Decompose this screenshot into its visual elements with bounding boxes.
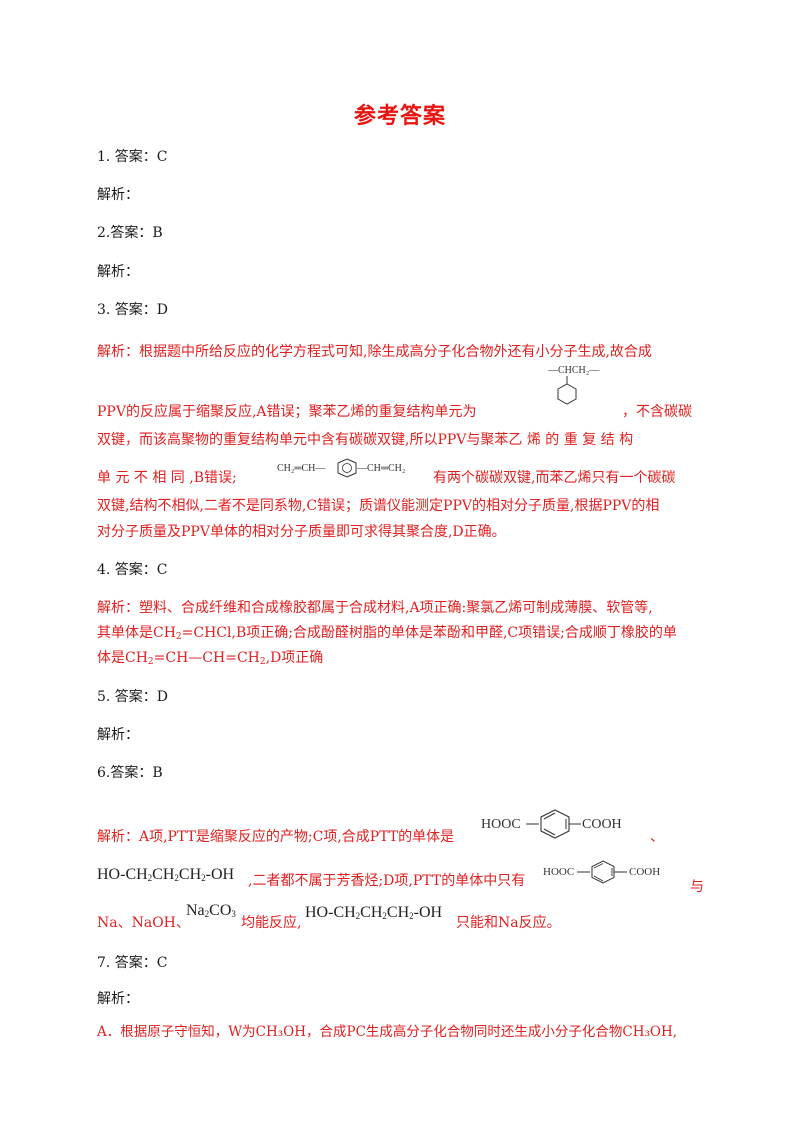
q3-analysis-line-2b: ，不含碳碳 xyxy=(622,404,692,420)
divinylbenzene-formula: CH₂═CH— —CH═CH₂ xyxy=(277,458,405,478)
divinyl-left-text: CH₂═CH— xyxy=(277,463,326,474)
q6-analysis-line-1: 解析：A项,PTT是缩聚反应的产物;C项,合成PTT的单体是 xyxy=(97,829,455,845)
q3-analysis-line-3: 双键，而该高聚物的重复结构单元中含有碳碳双键,所以PPV与聚苯乙 烯 的 重 复… xyxy=(97,432,634,448)
q3-analysis-line-6: 对分子质量及PPV单体的相对分子质量即可求得其聚合度,D正确。 xyxy=(97,524,506,540)
propanediol-formula-1: HO-CH2CH2CH2-OH xyxy=(97,866,235,883)
q1-analysis: 解析： xyxy=(97,187,139,203)
q6-analysis-line-3c: 只能和Na反应。 xyxy=(456,915,561,931)
q7-answer: 7. 答案：C xyxy=(97,955,168,971)
q5-answer: 5. 答案：D xyxy=(97,689,169,705)
q6-analysis-line-2-end: 与 xyxy=(690,879,704,895)
terephthalic-acid-formula-2: HOOC COOH xyxy=(543,860,660,884)
q3-answer: 3. 答案：D xyxy=(97,302,169,318)
terephthalic-acid-formula-1: HOOC COOH xyxy=(481,809,622,839)
q6-analysis-line-3a: Na、NaOH、 xyxy=(97,915,190,931)
q1-answer: 1. 答案：C xyxy=(97,149,168,165)
q7-analysis-line-1: A．根据原子守恒知，W为CH₃OH，合成PC生成高分子化合物同时还生成小分子化合… xyxy=(97,1024,678,1040)
page-title: 参考答案 xyxy=(353,104,446,129)
q3-analysis-line-1: 解析：根据题中所给反应的化学方程式可知,除生成高分子化合物外还有小分子生成,故合… xyxy=(97,344,652,360)
q6-answer: 6.答案：B xyxy=(97,765,163,781)
hooc-text: HOOC xyxy=(481,817,521,832)
q4-analysis-line-3: 体是CH2=CH—CH=CH2,D项正确 xyxy=(97,650,324,667)
divinyl-right-text: —CH═CH₂ xyxy=(356,463,405,474)
q2-analysis: 解析： xyxy=(97,264,139,280)
q3-analysis-line-2a: PPV的反应属于缩聚反应,A错误；聚苯乙烯的重复结构单元为 xyxy=(97,404,477,420)
q3-analysis-line-4b: 有两个碳碳双键,而苯乙烯只有一个碳碳 xyxy=(433,470,676,486)
cooh-text: COOH xyxy=(582,817,622,832)
q2-answer: 2.答案：B xyxy=(97,225,163,241)
q4-analysis-line-2: 其单体是CH2=CHCl,B项正确;合成酚醛树脂的单体是苯酚和甲醛,C项错误;合… xyxy=(97,625,677,642)
q6-analysis-line-3b: 均能反应, xyxy=(241,915,302,931)
q3-analysis-line-4a: 单 元 不 相 同 ,B错误; xyxy=(97,470,237,486)
q4-answer: 4. 答案：C xyxy=(97,562,168,578)
q4-analysis-line-1: 解析：塑料、合成纤维和合成橡胶都属于合成材料,A项正确:聚氯乙烯可制成薄膜、软管… xyxy=(97,600,653,616)
sodium-carbonate-formula: Na2CO3 xyxy=(186,902,236,919)
q7-analysis: 解析： xyxy=(97,991,139,1007)
q6-analysis-line-2: ,二者都不属于芳香烃;D项,PTT的单体中只有 xyxy=(248,873,526,889)
q3-analysis-line-5: 双键,结构不相似,二者不是同系物,C错误；质谱仪能测定PPV的相对分子质量,根据… xyxy=(97,498,660,514)
hooc-text-small: HOOC xyxy=(543,866,574,878)
propanediol-formula-2: HO-CH2CH2CH2-OH xyxy=(305,904,443,921)
q5-analysis: 解析： xyxy=(97,727,139,743)
q6-analysis-line-1-end: 、 xyxy=(650,829,664,845)
polystyrene-repeat-unit-formula: —CHCH₂— xyxy=(547,365,600,405)
repeat-unit-text: —CHCH₂— xyxy=(547,365,600,376)
cooh-text-small: COOH xyxy=(629,866,660,878)
